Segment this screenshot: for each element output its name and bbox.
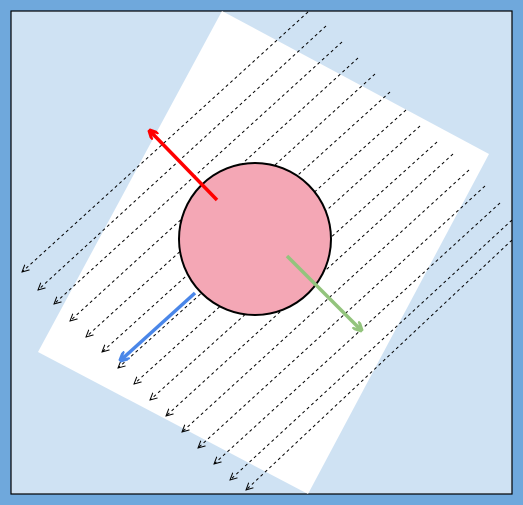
ball <box>178 162 332 316</box>
flow-line <box>246 239 513 490</box>
blue-arrow <box>121 291 197 360</box>
flow-line <box>38 25 327 290</box>
flow-line <box>198 185 486 448</box>
flow-line <box>86 73 376 337</box>
flow-line <box>54 41 343 304</box>
green-arrow <box>285 254 361 330</box>
flow-line <box>230 219 513 480</box>
flow-line <box>70 57 359 321</box>
flow-line <box>182 169 470 432</box>
red-arrow <box>150 131 219 202</box>
flow-line <box>22 11 309 272</box>
